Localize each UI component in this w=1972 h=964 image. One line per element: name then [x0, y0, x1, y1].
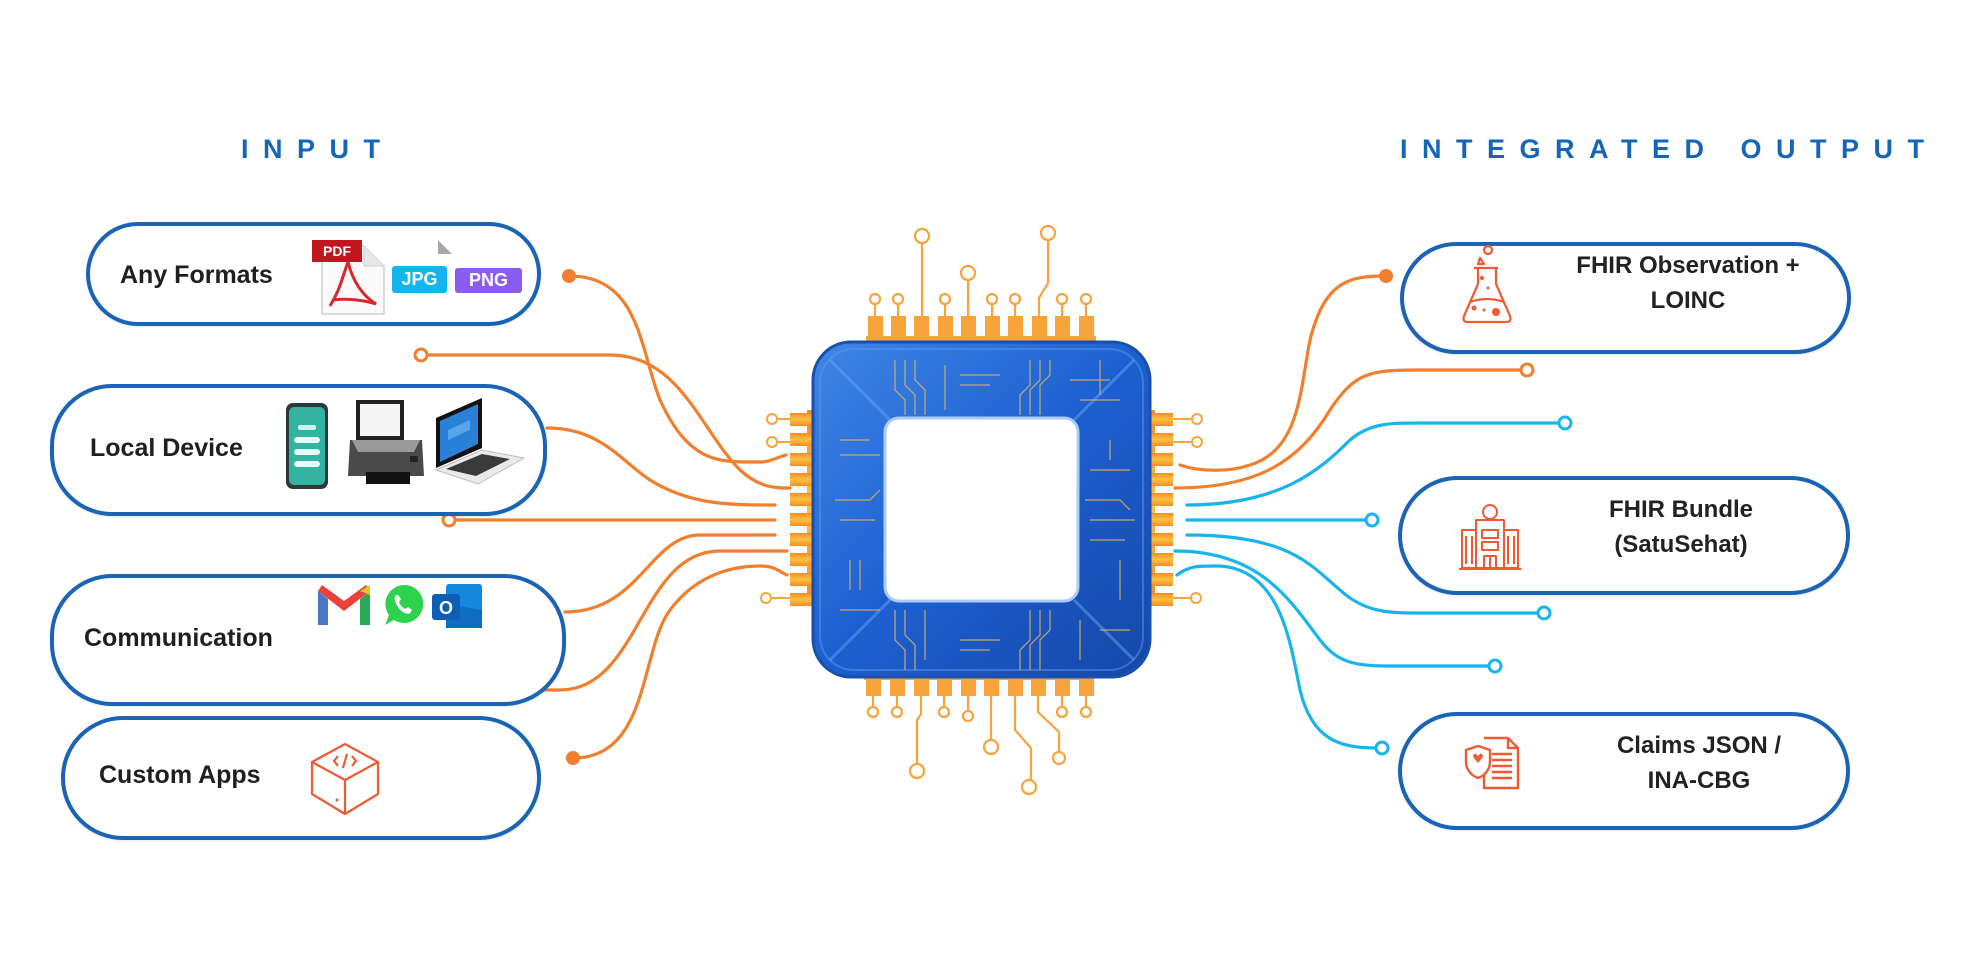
local-device-label: Local Device [90, 434, 243, 462]
fhir-bundle-line1: FHIR Bundle [1609, 496, 1753, 523]
input-custom-apps: Custom Apps [61, 716, 541, 840]
claims-json-label: Claims JSON / INA-CBG [1576, 728, 1822, 798]
claims-json-line2: INA-CBG [1647, 767, 1751, 794]
input-wires [425, 274, 792, 760]
circuit-traces [835, 360, 1135, 670]
whatsapp-icon [385, 584, 424, 625]
wire-node-dot [1379, 269, 1393, 283]
jpg-badge-icon: JPG [392, 266, 447, 293]
outlook-icon: O [432, 584, 482, 628]
svg-text:O: O [439, 598, 453, 618]
file-corner-icon [438, 240, 452, 254]
input-communication: Communication [50, 574, 566, 706]
communication-label: Communication [84, 624, 273, 652]
any-formats-label: Any Formats [120, 261, 273, 289]
output-wires [1173, 274, 1561, 750]
input-heading: INPUT [241, 134, 395, 164]
pdf-file-icon: PDF [312, 240, 385, 315]
png-badge-icon: PNG [455, 268, 522, 293]
smartphone-icon [286, 403, 328, 489]
fhir-observation-line1: FHIR Observation + [1576, 252, 1800, 279]
lab-flask-icon [1462, 244, 1512, 324]
laptop-icon [434, 398, 526, 485]
processor-chip [811, 340, 1152, 679]
chip-window [883, 416, 1080, 603]
output-fhir-bundle [1398, 476, 1850, 595]
output-heading: INTEGRATED OUTPUT [1400, 134, 1939, 164]
svg-text:PDF: PDF [323, 243, 351, 259]
shield-document-icon [1464, 736, 1520, 790]
gmail-icon [318, 585, 370, 625]
fhir-observation-label: FHIR Observation + LOINC [1560, 248, 1816, 318]
output-claims-json [1398, 712, 1850, 830]
fhir-bundle-line2: (SatuSehat) [1614, 531, 1748, 558]
code-box-icon [310, 742, 380, 816]
wire-node-dot [566, 751, 580, 765]
wire-node-dot [562, 269, 576, 283]
output-fhir-observation [1400, 242, 1851, 354]
custom-apps-label: Custom Apps [99, 761, 261, 789]
hospital-building-icon [1459, 504, 1521, 570]
claims-json-line1: Claims JSON / [1616, 732, 1782, 759]
fhir-bundle-label: FHIR Bundle (SatuSehat) [1568, 492, 1794, 562]
output-wire-endpoints [1364, 362, 1573, 756]
fhir-observation-line2: LOINC [1650, 287, 1726, 314]
scanner-printer-icon [348, 400, 424, 484]
